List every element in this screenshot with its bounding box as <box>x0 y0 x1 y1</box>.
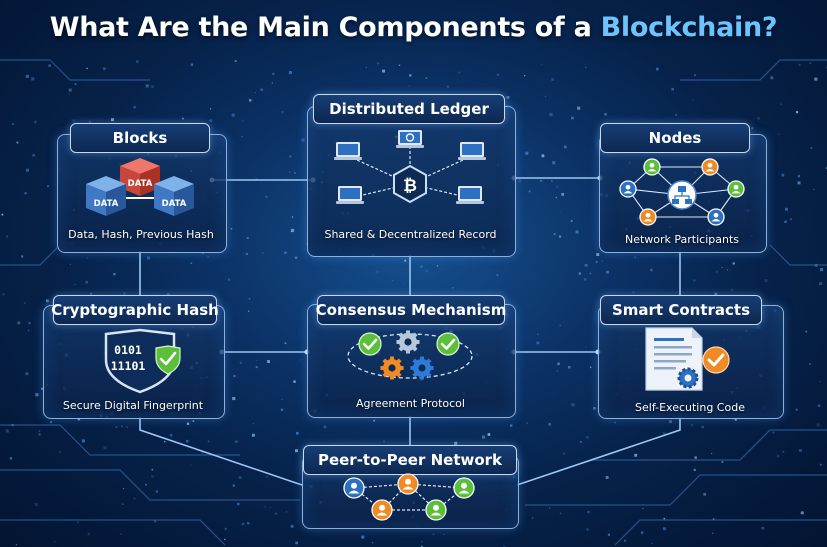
contracts-caption: Self-Executing Code <box>635 401 745 414</box>
nodes-title: Nodes <box>600 123 750 153</box>
consensus-caption: Agreement Protocol <box>356 397 465 410</box>
laptop-icons <box>334 130 486 204</box>
hash-bits-line2: 11101 <box>111 359 146 373</box>
component-connectors <box>139 177 681 486</box>
orange-gear-icon <box>380 356 404 380</box>
user-avatar-icon <box>701 158 719 176</box>
orange-check-icon <box>702 346 730 374</box>
peer-users-icon <box>343 473 475 521</box>
cube-label: DATA <box>128 179 153 189</box>
user-avatar-icon <box>397 473 419 495</box>
title-accent: Blockchain? <box>600 12 778 43</box>
binary-shield-check-icon: 0101 11101 <box>104 328 181 394</box>
hash-caption: Secure Digital Fingerprint <box>62 399 204 412</box>
ledger-caption: Shared & Decentralized Record <box>324 228 497 241</box>
networked-laptops-with-bitcoin-icon: ₿ <box>334 130 486 204</box>
user-avatar-icon <box>453 477 475 499</box>
user-avatar-icon <box>727 180 745 198</box>
blue-gear-icon <box>677 367 699 389</box>
user-avatars <box>343 473 475 521</box>
document-gear-check-icon <box>645 327 730 391</box>
title-text: What Are the Main Components of a <box>49 12 601 43</box>
gray-gear-icon <box>396 330 420 354</box>
user-avatar-icon <box>343 477 365 499</box>
user-avatar-icon <box>643 158 661 176</box>
blocks-title: Blocks <box>70 123 210 153</box>
user-avatar-icon <box>425 499 447 521</box>
user-avatar-icon <box>371 499 393 521</box>
consensus-title: Consensus Mechanism <box>316 295 506 325</box>
user-avatar-icon <box>619 180 637 198</box>
circuit-traces <box>0 59 827 546</box>
green-check-icon <box>358 332 382 356</box>
gears-with-checkmarks-icon <box>347 330 473 380</box>
connected-users-icon <box>619 158 745 226</box>
green-check-shield-icon <box>155 345 181 375</box>
bitcoin-hexagon: ₿ <box>393 164 427 204</box>
hash-title: Cryptographic Hash <box>51 295 219 325</box>
blue-gear-icon <box>410 356 434 380</box>
user-avatar-icon <box>639 208 657 226</box>
blocks-caption: Data, Hash, Previous Hash <box>68 228 214 241</box>
gear-icons <box>380 330 434 380</box>
nodes-caption: Network Participants <box>624 233 740 246</box>
stacked-data-cubes-icon: DATA DATA DATA <box>86 158 194 216</box>
user-avatars <box>619 158 745 226</box>
central-node-icon <box>667 180 697 210</box>
page-title: What Are the Main Components of a Blockc… <box>0 12 827 43</box>
cube-label: DATA <box>94 199 119 209</box>
ledger-title: Distributed Ledger <box>313 94 505 124</box>
user-avatar-icon <box>707 208 725 226</box>
svg-text:₿: ₿ <box>403 176 417 196</box>
contracts-title: Smart Contracts <box>600 295 762 325</box>
hash-bits-line1: 0101 <box>114 343 142 357</box>
green-check-icon <box>436 332 460 356</box>
cube-label: DATA <box>162 199 187 209</box>
p2p-title: Peer-to-Peer Network <box>303 445 517 475</box>
